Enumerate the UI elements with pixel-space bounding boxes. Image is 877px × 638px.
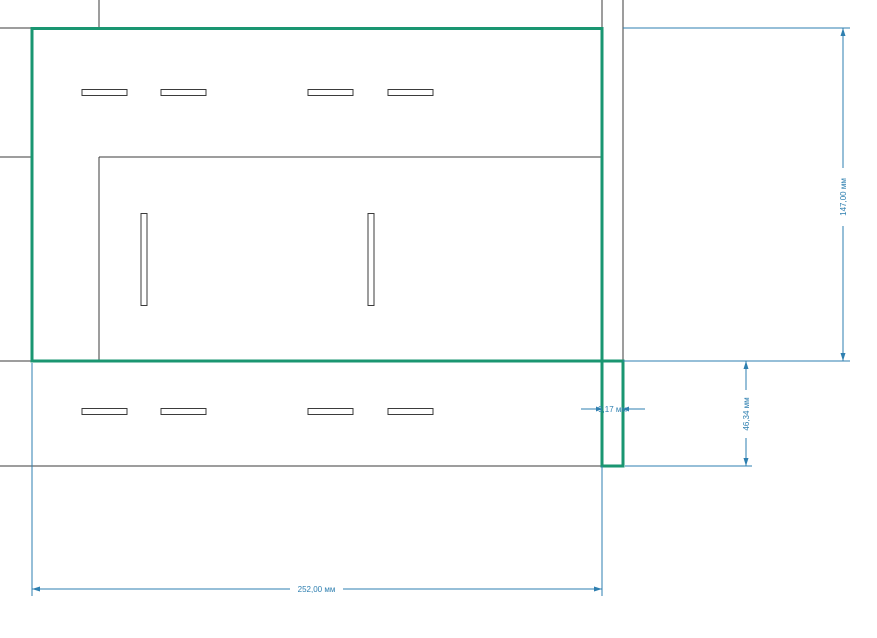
width-dimension-label[interactable]: 252,00 мм <box>298 585 336 594</box>
selected-main-panel[interactable] <box>30 27 604 363</box>
slot-horizontal[interactable] <box>160 408 207 415</box>
slot-vertical[interactable] <box>367 213 375 306</box>
slot-horizontal[interactable] <box>81 408 128 415</box>
slot-horizontal[interactable] <box>160 89 207 96</box>
arrow-up-icon <box>743 361 749 369</box>
slot-horizontal[interactable] <box>387 89 434 96</box>
arrow-right-icon <box>596 406 602 412</box>
arrow-left-icon <box>623 406 629 412</box>
height-dimension-label[interactable]: 147,00 мм <box>839 178 848 216</box>
arrow-down-icon <box>840 353 846 361</box>
slots <box>81 89 434 415</box>
arrow-up-icon <box>840 28 846 36</box>
flap-height-dimension-label[interactable]: 46,34 мм <box>742 397 751 430</box>
slot-horizontal[interactable] <box>81 89 128 96</box>
gap-dimension: 9,17 мм <box>581 405 645 414</box>
slot-horizontal[interactable] <box>307 89 354 96</box>
flap-height-dimension: 46,34 мм <box>625 360 752 467</box>
arrow-right-icon <box>594 586 602 592</box>
width-dimension: 252,00 мм <box>31 363 603 596</box>
gap-dimension-label[interactable]: 9,17 мм <box>598 405 627 414</box>
selected-side-tab[interactable] <box>600 359 625 468</box>
outline-lines <box>0 0 624 467</box>
slot-horizontal[interactable] <box>387 408 434 415</box>
slot-horizontal[interactable] <box>307 408 354 415</box>
height-dimension: 147,00 мм <box>623 27 850 362</box>
arrow-left-icon <box>32 586 40 592</box>
arrow-down-icon <box>743 458 749 466</box>
slot-vertical[interactable] <box>140 213 148 306</box>
